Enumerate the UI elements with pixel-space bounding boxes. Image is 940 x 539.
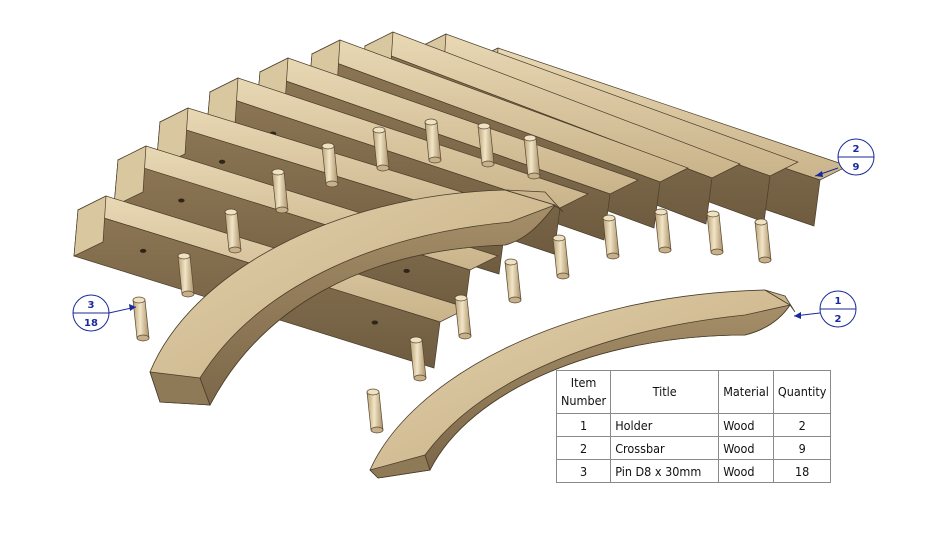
pin bbox=[271, 168, 289, 214]
balloon-item-2-number: 2 bbox=[853, 144, 860, 155]
bom-row: 1 Holder Wood 2 bbox=[555, 413, 832, 437]
balloon-item-2-qty: 9 bbox=[853, 162, 860, 173]
pin bbox=[477, 122, 495, 168]
bom-cell-quantity: 18 bbox=[772, 459, 832, 483]
bom-cell-quantity: 2 bbox=[772, 413, 832, 437]
bom-cell-title: Pin D8 x 30mm bbox=[610, 459, 720, 483]
bill-of-materials-table: Item Number Title Material Quantity 1 Ho… bbox=[555, 370, 832, 483]
balloon-item-3-qty: 18 bbox=[84, 318, 98, 329]
bom-header-item-number-text: Item Number bbox=[561, 375, 607, 408]
pins-group bbox=[132, 118, 772, 434]
bom-header-title: Title bbox=[610, 370, 720, 414]
pin bbox=[654, 208, 672, 254]
balloon-item-1-qty: 2 bbox=[835, 314, 842, 325]
pin bbox=[523, 134, 541, 180]
balloon-item-3-number: 3 bbox=[88, 300, 95, 311]
pin bbox=[321, 142, 339, 188]
bom-cell-item-number: 3 bbox=[555, 459, 612, 483]
bom-cell-material: Wood bbox=[718, 413, 774, 437]
pin bbox=[132, 296, 150, 342]
bom-cell-material: Wood bbox=[718, 459, 774, 483]
pin bbox=[424, 118, 442, 164]
pin bbox=[224, 208, 242, 254]
bom-cell-item-number: 2 bbox=[555, 436, 612, 460]
holder-left bbox=[149, 189, 564, 406]
bom-cell-material: Wood bbox=[718, 436, 774, 460]
pin bbox=[177, 252, 195, 298]
pin bbox=[372, 126, 390, 172]
pin bbox=[366, 388, 384, 434]
balloon-item-3: 3 18 bbox=[72, 294, 137, 332]
bom-header-item-number: Item Number bbox=[555, 370, 612, 414]
balloon-item-1: 1 2 bbox=[793, 290, 857, 328]
bom-cell-title: Crossbar bbox=[610, 436, 720, 460]
pin bbox=[454, 294, 472, 340]
pin bbox=[754, 218, 772, 264]
pin bbox=[409, 336, 427, 382]
pin bbox=[552, 234, 570, 280]
pin bbox=[706, 210, 724, 256]
bom-cell-title: Holder bbox=[610, 413, 720, 437]
bom-row: 3 Pin D8 x 30mm Wood 18 bbox=[555, 459, 832, 483]
holder-right bbox=[369, 289, 796, 479]
crossbars-group bbox=[73, 31, 849, 369]
pin bbox=[504, 258, 522, 304]
bom-cell-item-number: 1 bbox=[555, 413, 612, 437]
bom-row: 2 Crossbar Wood 9 bbox=[555, 436, 832, 460]
bom-cell-quantity: 9 bbox=[772, 436, 832, 460]
pin bbox=[602, 214, 620, 260]
bom-header-material: Material bbox=[718, 370, 774, 414]
balloon-item-2: 2 9 bbox=[814, 138, 875, 177]
balloon-item-1-number: 1 bbox=[835, 296, 842, 307]
bom-header-quantity: Quantity bbox=[772, 370, 832, 414]
bom-header-row: Item Number Title Material Quantity bbox=[555, 370, 832, 414]
